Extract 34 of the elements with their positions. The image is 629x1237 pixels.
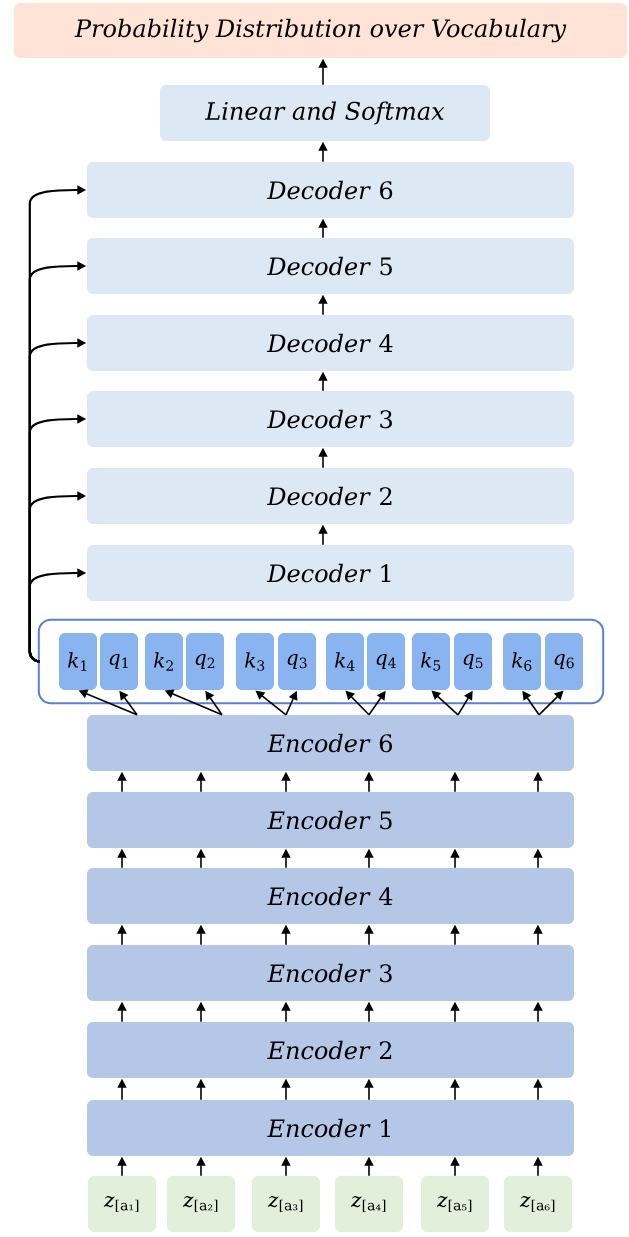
key-box: k$_{6}$ [503, 633, 541, 690]
key-box: k$_{2}$ [145, 633, 183, 690]
query-box: q$_{4}$ [367, 633, 405, 690]
encoder-box: Encoder 3 [87, 945, 574, 1001]
input-token-box: z$_{[a₅]}$ [421, 1176, 489, 1232]
input-token-box: z$_{[a₂]}$ [167, 1176, 235, 1232]
query-box: q$_{2}$ [186, 633, 224, 690]
arrow [431, 690, 459, 716]
decoder-box: Decoder 6 [87, 162, 574, 218]
key-box: k$_{5}$ [412, 633, 450, 690]
decoder-box: Decoder 2 [87, 468, 574, 524]
decoder-box: Decoder 4 [87, 315, 574, 371]
input-token-box: z$_{[a₄]}$ [335, 1176, 403, 1232]
input-token-box: z$_{[a₃]}$ [252, 1176, 320, 1232]
input-token-box: z$_{[a₆]}$ [504, 1176, 572, 1232]
decoder-box: Decoder 5 [87, 238, 574, 294]
key-box: k$_{4}$ [326, 633, 364, 690]
decoder-box: Decoder 1 [87, 545, 574, 601]
query-box: q$_{1}$ [100, 633, 138, 690]
key-query-group-box [37, 618, 605, 705]
output-box: Probability Distribution over Vocabulary [14, 3, 627, 58]
encoder-box: Encoder 6 [87, 715, 574, 771]
input-token-box: z$_{[a₁]}$ [88, 1176, 156, 1232]
encoder-box: Encoder 4 [87, 868, 574, 924]
decoder-box: Decoder 3 [87, 391, 574, 447]
key-box: k$_{1}$ [59, 633, 97, 690]
query-box: q$_{5}$ [454, 633, 492, 690]
encoder-box: Encoder 1 [87, 1100, 574, 1156]
process-box: Linear and Softmax [160, 85, 490, 141]
query-box: q$_{3}$ [278, 633, 316, 690]
query-box: q$_{6}$ [545, 633, 583, 690]
key-box: k$_{3}$ [236, 633, 274, 690]
encoder-box: Encoder 5 [87, 792, 574, 848]
encoder-box: Encoder 2 [87, 1022, 574, 1078]
